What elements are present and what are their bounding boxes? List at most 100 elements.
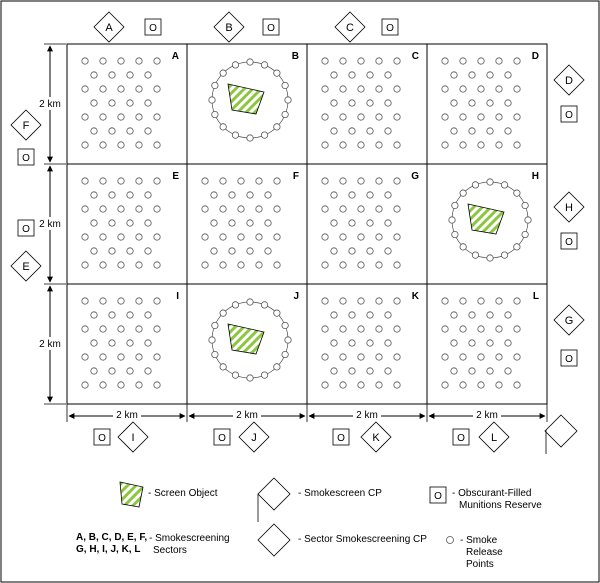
sector-cp-d: D — [553, 64, 585, 96]
sector-k: K — [321, 291, 420, 389]
release-point — [117, 205, 125, 213]
release-point — [366, 219, 374, 227]
release-point — [451, 230, 459, 239]
release-point — [81, 113, 89, 121]
release-point — [366, 71, 374, 79]
release-point — [228, 219, 236, 227]
release-point — [246, 191, 254, 199]
release-point — [90, 247, 98, 255]
release-point — [117, 353, 125, 361]
reserve-box — [560, 105, 578, 123]
sector-e: E — [81, 171, 179, 269]
screen-object — [467, 203, 505, 235]
release-point — [135, 297, 143, 305]
release-point — [153, 381, 161, 389]
reserve-symbol: O — [22, 153, 30, 164]
sector-cp-e: E — [10, 250, 42, 282]
release-point — [521, 201, 529, 210]
release-point — [441, 297, 449, 305]
release-point — [231, 301, 240, 309]
sector-cp-diamond — [553, 64, 585, 96]
release-point — [144, 311, 152, 319]
sector-cp-diamond — [553, 304, 585, 336]
release-point — [384, 311, 392, 319]
release-point — [375, 297, 383, 305]
dimension-label-bg — [37, 217, 63, 230]
release-point — [486, 311, 494, 319]
release-point — [255, 205, 263, 213]
release-point — [321, 205, 329, 213]
release-point — [99, 141, 107, 149]
release-point — [237, 261, 245, 269]
release-point — [495, 57, 503, 65]
munitions-reserve: O — [560, 105, 578, 123]
reserve-box — [17, 219, 35, 237]
screen-object — [227, 323, 265, 355]
release-point — [135, 233, 143, 241]
sector-cp-label: L — [491, 432, 497, 444]
release-point — [468, 339, 476, 347]
legend-sectors-label-1: - Smokescreening — [149, 533, 230, 544]
release-point — [441, 141, 449, 149]
sector-cp-diamond — [360, 421, 392, 453]
legend-reserve-label-1: - Obscurant-Filled — [452, 488, 531, 499]
release-point — [393, 261, 401, 269]
horizontal-dimension-label: 2 km — [236, 410, 258, 421]
release-point — [208, 336, 216, 344]
release-point — [219, 205, 227, 213]
release-point — [321, 325, 329, 333]
release-point — [468, 71, 476, 79]
release-point — [219, 177, 227, 185]
release-point — [393, 141, 401, 149]
legend-smokescreen-cp-label: - Smokescreen CP — [298, 488, 382, 499]
release-point — [375, 177, 383, 185]
sector-cp-diamond — [93, 11, 125, 43]
munitions-reserve: O — [452, 428, 470, 446]
release-point — [393, 177, 401, 185]
release-point — [255, 261, 263, 269]
legend-screen-object-label: - Screen Object — [148, 488, 218, 499]
sector-cp-diamond — [117, 421, 149, 453]
release-point — [108, 191, 116, 199]
release-point — [153, 353, 161, 361]
release-point — [153, 233, 161, 241]
sector-cp-j: J — [238, 421, 270, 453]
release-point — [348, 311, 356, 319]
release-point — [486, 99, 494, 107]
dimension-label-bg — [113, 408, 141, 420]
reserve-box — [144, 18, 162, 36]
release-point — [330, 339, 338, 347]
release-point — [504, 99, 512, 107]
release-point — [441, 353, 449, 361]
sector-cp-label: I — [131, 432, 134, 444]
release-point — [201, 261, 209, 269]
release-point — [284, 336, 292, 344]
release-point — [495, 353, 503, 361]
sector-label: B — [292, 51, 299, 62]
release-point — [330, 219, 338, 227]
release-point — [99, 261, 107, 269]
release-point — [339, 297, 347, 305]
release-point — [321, 353, 329, 361]
release-point — [441, 113, 449, 121]
release-point — [513, 189, 521, 197]
release-point — [357, 381, 365, 389]
legend-reserve-label-2: Munitions Reserve — [459, 500, 542, 511]
release-point — [264, 247, 272, 255]
sector-cp-b: B — [213, 11, 245, 43]
release-point — [357, 113, 365, 121]
release-point — [448, 216, 456, 224]
release-point — [81, 57, 89, 65]
legend-release-point-icon — [446, 536, 454, 544]
reserve-box — [560, 349, 578, 367]
release-point — [459, 353, 467, 361]
release-point — [231, 371, 240, 379]
release-point — [357, 353, 365, 361]
release-point — [384, 247, 392, 255]
standalone-smokescreen-cp — [544, 414, 578, 448]
release-point — [451, 201, 459, 210]
release-point — [201, 177, 209, 185]
dimension-label-bg — [37, 97, 63, 110]
release-point — [117, 261, 125, 269]
munitions-reserve: O — [17, 219, 35, 237]
